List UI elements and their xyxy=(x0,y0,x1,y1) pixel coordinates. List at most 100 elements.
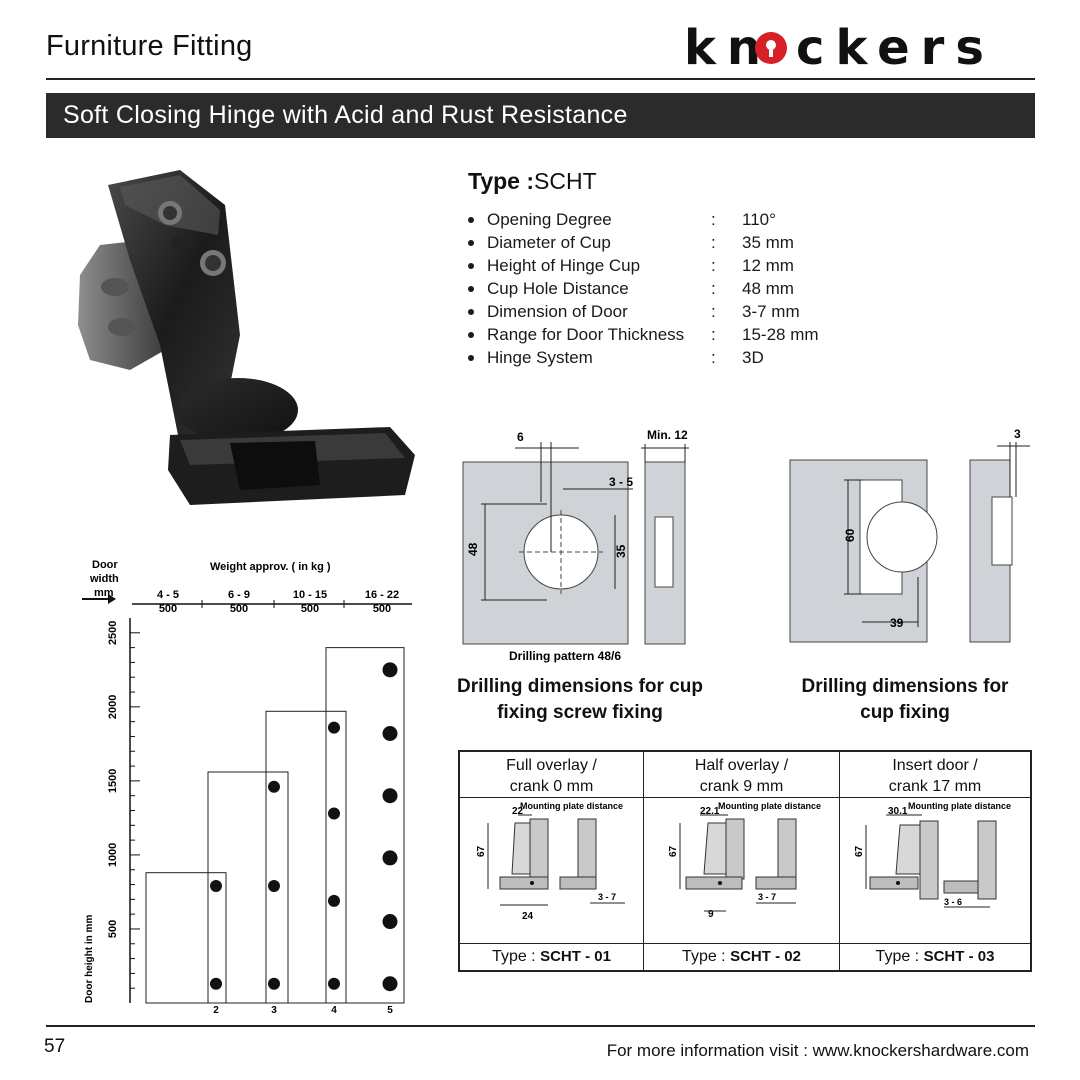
spec-row: Height of Hinge Cup:12 mm xyxy=(468,254,908,277)
drilling-diagram-cup: 60 39 3 xyxy=(789,427,1030,643)
y-tick-label: 1500 xyxy=(107,769,119,793)
column-header: Half overlay /crank 9 mm xyxy=(644,752,839,798)
overlay-drawing-half: Mounting plate distance 22.1 67 9 3 - 7 xyxy=(668,801,821,920)
spec-row: Hinge System:3D xyxy=(468,346,908,369)
bullet-icon xyxy=(468,309,474,315)
header-line: crank 0 mm xyxy=(509,778,594,795)
hinge-product-image xyxy=(78,170,415,505)
overlay-column-insert: Insert door /crank 17 mm Mounting plate … xyxy=(840,752,1030,970)
dim-3: 3 xyxy=(1014,427,1021,441)
dim-3-5: 3 - 5 xyxy=(609,475,633,489)
dim-top: 30.1 xyxy=(888,806,908,817)
hinge-zone xyxy=(265,710,347,1004)
mounting-label: Mounting plate distance xyxy=(718,801,821,811)
drilling-caption-cup: Drilling dimensions for cup fixing xyxy=(775,674,1035,726)
dim-60: 60 xyxy=(843,528,857,542)
section-title: Furniture Fitting xyxy=(46,30,253,62)
dim-side: 67 xyxy=(476,845,487,857)
column-footer: Type : SCHT - 02 xyxy=(644,943,839,970)
spec-value: 110° xyxy=(742,210,776,229)
header-line: crank 9 mm xyxy=(699,778,784,795)
spec-row: Dimension of Door:3-7 mm xyxy=(468,300,908,323)
spec-colon: : xyxy=(711,256,716,275)
spec-label: Diameter of Cup xyxy=(487,233,611,252)
type-code: SCHT xyxy=(534,168,597,194)
type-label: Type : xyxy=(875,948,920,965)
dim-39: 39 xyxy=(890,616,904,630)
caption-line: Drilling dimensions for cup xyxy=(457,676,703,697)
hinge-count-label: 3 xyxy=(271,1005,277,1016)
column-footer: Type : SCHT - 03 xyxy=(840,943,1030,970)
caption-line: cup fixing xyxy=(860,702,950,723)
y-tick-label: 500 xyxy=(107,920,119,938)
type-code: SCHT - 03 xyxy=(923,948,995,965)
corner-label: Door xyxy=(92,559,118,571)
hinge-count-label: 4 xyxy=(331,1005,337,1016)
header-rule xyxy=(46,78,1035,80)
svg-text:ckers: ckers xyxy=(796,20,984,74)
header-line: Full overlay / xyxy=(506,757,597,774)
spec-label: Cup Hole Distance xyxy=(487,279,629,298)
dim-top: 22 xyxy=(512,806,524,817)
caption-line: Drilling dimensions for xyxy=(801,676,1009,697)
corner-label: width xyxy=(89,573,119,585)
y-axis-label: Door height in mm xyxy=(84,915,95,1003)
type-heading: Type :SCHT xyxy=(468,168,597,195)
dim-48: 48 xyxy=(466,542,480,556)
y-tick-label: 2000 xyxy=(107,695,119,719)
width-label: 500 xyxy=(230,603,248,615)
type-label: Type : xyxy=(492,948,536,965)
hinge-point xyxy=(268,880,280,893)
spec-row: Range for Door Thickness:15-28 mm xyxy=(468,323,908,346)
hinge-point xyxy=(382,788,398,804)
drilling-caption-screw: Drilling dimensions for cup fixing screw… xyxy=(440,674,720,726)
spec-label: Dimension of Door xyxy=(487,302,628,321)
drilling-diagram-screw: Min. 12 6 3 - 5 48 35 Drilling pattern 4… xyxy=(462,428,689,663)
spec-colon: : xyxy=(711,233,716,252)
spec-value: 35 mm xyxy=(742,233,794,252)
bullet-icon xyxy=(468,217,474,223)
weight-range-label: 16 - 22 xyxy=(365,589,399,601)
svg-text:kn: kn xyxy=(684,20,772,74)
dim-bottom: 9 xyxy=(708,909,714,920)
width-label: 500 xyxy=(373,603,391,615)
y-tick-label: 1000 xyxy=(107,843,119,867)
hinge-point xyxy=(328,807,340,820)
column-header: Insert door /crank 17 mm xyxy=(840,752,1030,798)
product-banner: Soft Closing Hinge with Acid and Rust Re… xyxy=(46,93,1035,138)
dim-bottom: 24 xyxy=(522,911,534,922)
y-tick-label: 2500 xyxy=(107,621,119,645)
footer-info: For more information visit : www.knocker… xyxy=(606,1041,1029,1060)
spec-colon: : xyxy=(711,279,716,298)
mounting-label: Mounting plate distance xyxy=(520,801,623,811)
spec-row: Cup Hole Distance:48 mm xyxy=(468,277,908,300)
dim-35: 35 xyxy=(614,544,628,558)
mounting-label: Mounting plate distance xyxy=(908,801,1011,811)
hinge-point xyxy=(382,914,398,930)
dim-side: 67 xyxy=(668,845,679,857)
hinge-point xyxy=(328,721,340,734)
hinge-point xyxy=(382,976,398,992)
hinge-point xyxy=(328,977,340,990)
spec-value: 3D xyxy=(742,348,764,367)
dim-gap: 3 - 6 xyxy=(944,897,962,907)
column-footer: Type : SCHT - 01 xyxy=(460,943,643,970)
column-header: Full overlay / crank 0 mm xyxy=(460,752,643,798)
bullet-icon xyxy=(468,240,474,246)
hinge-count-label: 2 xyxy=(213,1005,219,1016)
bullet-icon xyxy=(468,286,474,292)
drilling-pattern-label: Drilling pattern 48/6 xyxy=(509,649,621,663)
page-number: 57 xyxy=(44,1036,66,1057)
spec-row: Opening Degree:110° xyxy=(468,208,908,231)
hinge-point xyxy=(210,977,222,990)
hinge-point xyxy=(382,662,398,678)
header-line: Insert door / xyxy=(892,757,978,774)
bullet-icon xyxy=(468,355,474,361)
spec-label: Range for Door Thickness xyxy=(487,325,685,344)
spec-value: 15-28 mm xyxy=(742,325,819,344)
hinge-zone xyxy=(325,647,405,1004)
hinge-point xyxy=(268,780,280,793)
overlay-column-half: Half overlay /crank 9 mm Mounting plate … xyxy=(644,752,840,970)
dim-top: 22.1 xyxy=(700,806,720,817)
chart-title: Weight approv. ( in kg ) xyxy=(210,561,331,573)
